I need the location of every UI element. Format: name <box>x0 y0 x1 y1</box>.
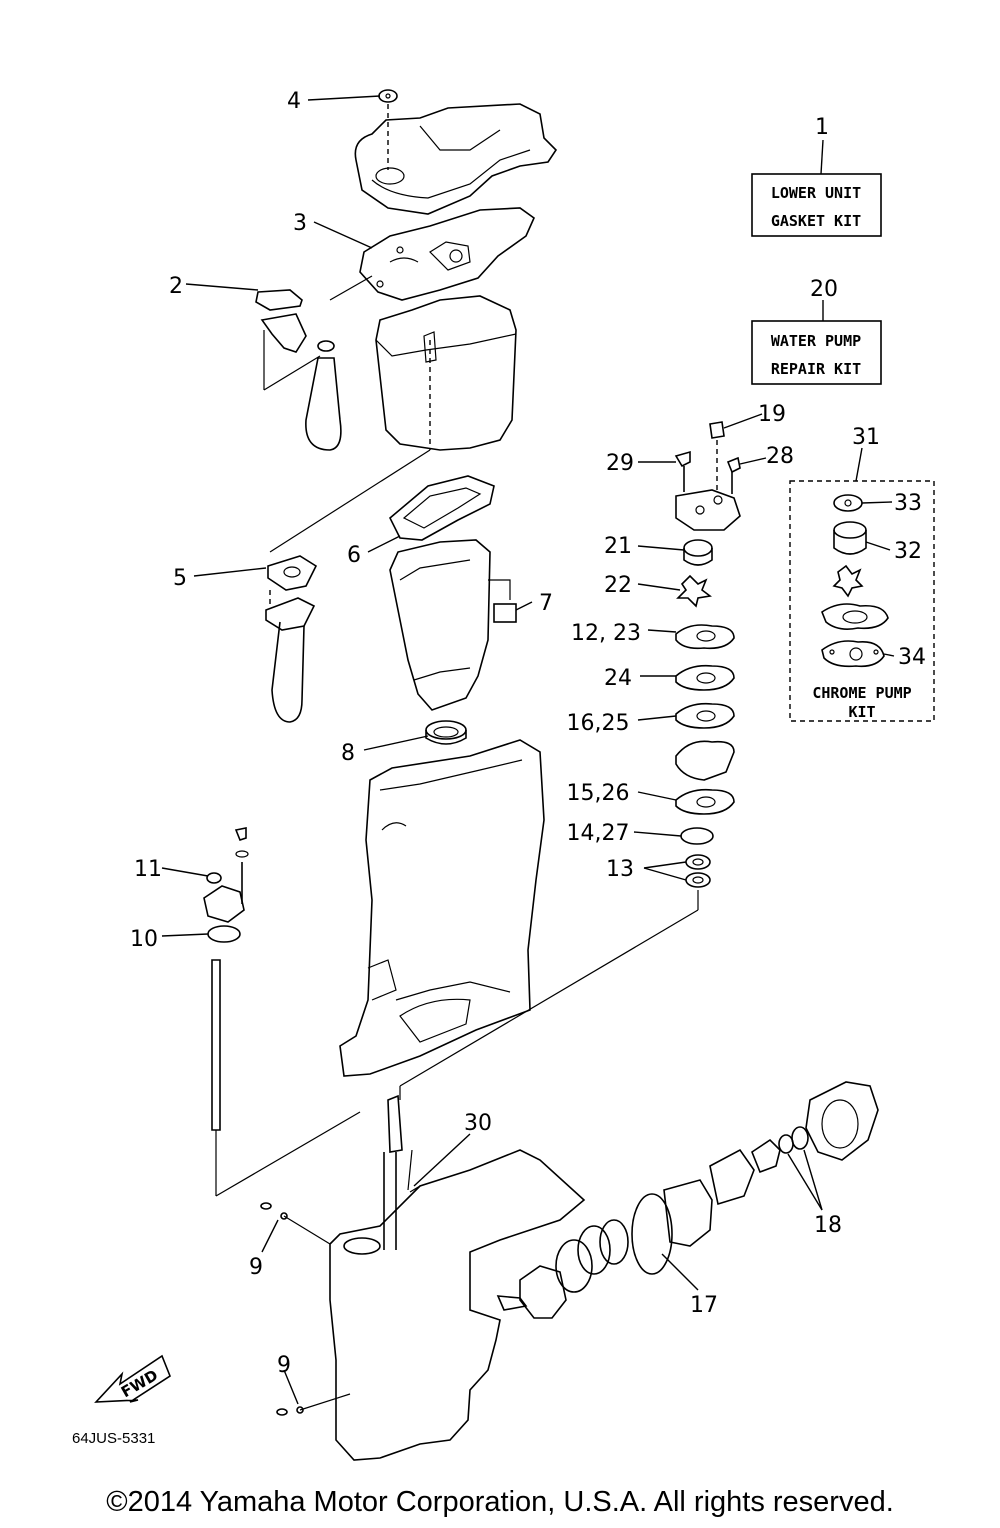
callout-21: 21 <box>604 534 632 559</box>
callout-leaders <box>161 95 895 1405</box>
callout-20: 20 <box>810 277 838 302</box>
callout-16-25: 16,25 <box>567 711 630 736</box>
callout-34: 34 <box>898 645 926 670</box>
shift-rod-assembly <box>203 827 361 1197</box>
callout-33: 33 <box>894 491 922 516</box>
impeller-22 <box>676 574 712 608</box>
callout-10: 10 <box>130 927 158 952</box>
callout-numbers: 1 2 3 4 5 6 7 8 9 9 10 11 12, 23 13 14,2… <box>130 89 926 1378</box>
drive-shaft <box>383 1094 403 1250</box>
callout-2: 2 <box>169 274 183 299</box>
lower-unit-kit-label-2: GASKET KIT <box>771 212 861 230</box>
callout-8: 8 <box>341 741 355 766</box>
pump-insert-21 <box>683 539 713 566</box>
callout-13: 13 <box>606 857 634 882</box>
callout-6: 6 <box>347 543 361 568</box>
chrome-pump-kit-label-1: CHROME PUMP <box>812 684 911 702</box>
propshaft-parts <box>519 1081 879 1319</box>
callout-19: 19 <box>758 402 786 427</box>
callout-14-27: 14,27 <box>567 821 630 846</box>
callout-31: 31 <box>852 425 880 450</box>
callout-28: 28 <box>766 444 794 469</box>
callout-9a: 9 <box>249 1255 263 1280</box>
exhaust-gasket <box>389 475 495 541</box>
callout-3: 3 <box>293 211 307 236</box>
upper-casing-cover <box>354 89 558 215</box>
gearcase <box>329 1149 586 1461</box>
callout-1: 1 <box>815 115 829 140</box>
water-pump-housing <box>674 421 741 531</box>
callout-22: 22 <box>604 573 632 598</box>
callout-18: 18 <box>814 1213 842 1238</box>
callout-5: 5 <box>173 566 187 591</box>
exhaust-guide <box>375 295 517 451</box>
water-tube-assembly <box>255 275 373 451</box>
water-pump-kit-label-2: REPAIR KIT <box>771 360 861 378</box>
lower-unit-kit-label-1: LOWER UNIT <box>771 184 861 202</box>
callout-4: 4 <box>287 89 301 114</box>
callout-11: 11 <box>134 857 162 882</box>
drain-screws <box>260 1202 351 1416</box>
fwd-arrow-icon: FWD <box>94 1354 171 1403</box>
callout-17: 17 <box>690 1293 718 1318</box>
seal-8 <box>425 720 467 745</box>
callout-12-23: 12, 23 <box>571 621 641 646</box>
chrome-pump-kit-label-2: KIT <box>848 703 875 721</box>
chrome-pump-kit-box: CHROME PUMP KIT <box>789 447 935 722</box>
lower-unit-gasket-kit-box: LOWER UNIT GASKET KIT <box>751 139 882 237</box>
callout-7: 7 <box>539 591 553 616</box>
diagram-code: 64JUS-5331 <box>72 1430 155 1447</box>
callout-24: 24 <box>604 666 632 691</box>
lower-casing-gasket <box>359 207 535 301</box>
copyright-notice: ©2014 Yamaha Motor Corporation, U.S.A. A… <box>106 1486 894 1518</box>
callout-30: 30 <box>464 1111 492 1136</box>
callout-9b: 9 <box>277 1353 291 1378</box>
callout-29: 29 <box>606 451 634 476</box>
water-pump-kit-label-1: WATER PUMP <box>771 332 861 350</box>
tube-plate <box>265 555 318 723</box>
pump-gaskets <box>675 624 735 888</box>
callout-32: 32 <box>894 539 922 564</box>
water-pump-repair-kit-box: WATER PUMP REPAIR KIT <box>751 300 882 385</box>
callout-15-26: 15,26 <box>567 781 630 806</box>
exhaust-inner-housing <box>389 539 517 711</box>
drive-shaft-housing <box>339 739 545 1077</box>
